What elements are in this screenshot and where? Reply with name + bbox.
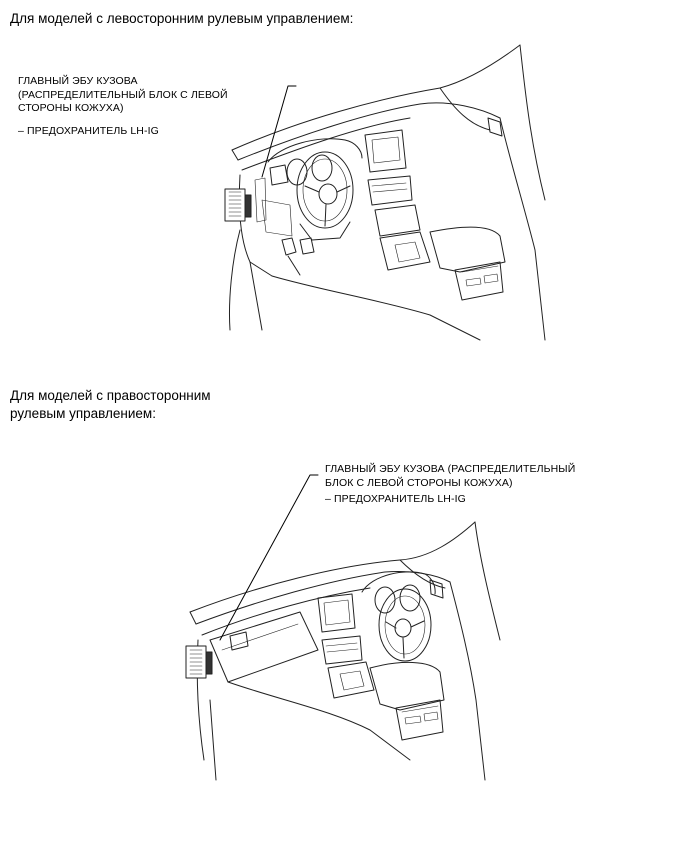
- rhd-heading-line1: Для моделей с правосторонним: [10, 388, 211, 403]
- rhd-fuse-label: – ПРЕДОХРАНИТЕЛЬ LH-IG: [325, 493, 466, 505]
- lhd-dashboard-illustration: [224, 44, 546, 341]
- lhd-fuse-label: – ПРЕДОХРАНИТЕЛЬ LH-IG: [18, 124, 159, 137]
- rhd-callout-line2: БЛОК С ЛЕВОЙ СТОРОНЫ КОЖУХА): [325, 476, 513, 489]
- rhd-heading: Для моделей с правосторонним рулевым упр…: [10, 387, 211, 423]
- rhd-callout: ГЛАВНЫЙ ЭБУ КУЗОВА (РАСПРЕДЕЛИТЕЛЬНЫЙ БЛ…: [325, 463, 575, 507]
- rhd-dashboard-illustration: [185, 474, 501, 781]
- rhd-heading-line2: рулевым управлением:: [10, 406, 156, 421]
- lhd-callout-line3: СТОРОНЫ КОЖУХА): [18, 102, 124, 114]
- lhd-callout-line2: (РАСПРЕДЕЛИТЕЛЬНЫЙ БЛОК С ЛЕВОЙ: [18, 88, 228, 101]
- lhd-heading: Для моделей с левосторонним рулевым упра…: [10, 11, 354, 26]
- lhd-callout: ГЛАВНЫЙ ЭБУ КУЗОВА (РАСПРЕДЕЛИТЕЛЬНЫЙ БЛ…: [18, 75, 228, 138]
- rhd-callout-line1: ГЛАВНЫЙ ЭБУ КУЗОВА (РАСПРЕДЕЛИТЕЛЬНЫЙ: [325, 463, 576, 475]
- lhd-callout-line1: ГЛАВНЫЙ ЭБУ КУЗОВА: [18, 75, 138, 87]
